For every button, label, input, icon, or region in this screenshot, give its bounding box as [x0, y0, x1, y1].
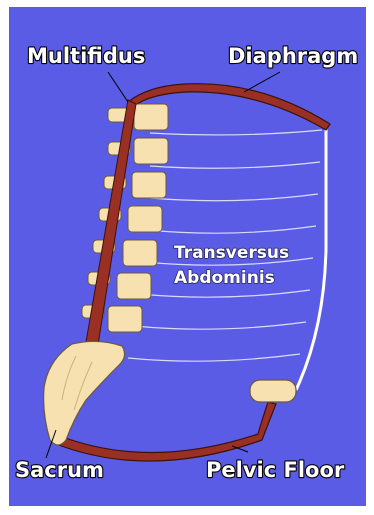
multifidus-label: Multifidus — [27, 44, 145, 68]
vertebra — [128, 206, 162, 232]
transversus-label-line1: Transversus — [174, 243, 289, 263]
sacrum-label: Sacrum — [15, 458, 104, 482]
transversus-label-line2: Abdominis — [174, 268, 275, 288]
vertebra — [134, 104, 168, 130]
diaphragm-label: Diaphragm — [228, 44, 358, 68]
pubic-bone — [250, 380, 296, 402]
pelvic-floor-label: Pelvic Floor — [206, 458, 345, 482]
vertebra — [132, 172, 166, 198]
vertebra — [108, 306, 142, 332]
vertebra — [117, 273, 151, 299]
vertebra — [134, 138, 168, 164]
vertebra — [123, 240, 157, 266]
